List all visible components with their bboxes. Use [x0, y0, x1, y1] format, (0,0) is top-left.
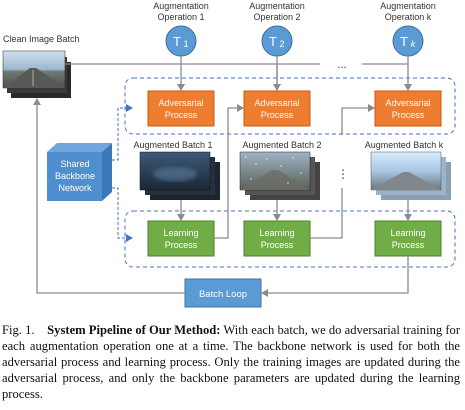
svg-text:Batch Loop: Batch Loop: [199, 289, 247, 300]
batch-vertical-ellipsis: ⋮: [337, 167, 349, 181]
svg-text:Learning: Learning: [259, 228, 294, 238]
augmented-batch-k-label: Augmented Batch k: [365, 140, 444, 150]
op-circle-1: T 1: [165, 25, 197, 57]
learning-process-k: Learning Process: [374, 220, 442, 257]
figure-caption: Fig. 1. System Pipeline of Our Method: W…: [2, 322, 460, 402]
caption-body: With each batch, we do adversarial train…: [2, 323, 461, 401]
op-circle-2: T 2: [261, 25, 293, 57]
op-header-2: Augmentation Operation 2: [249, 1, 305, 22]
clean-batch-label: Clean Image Batch: [3, 34, 80, 44]
adversarial-process-k: Adversarial Process: [374, 90, 442, 127]
svg-text:Adversarial: Adversarial: [254, 98, 299, 108]
augmented-batch-k-images: [370, 151, 451, 200]
svg-text:Backbone: Backbone: [55, 171, 95, 181]
op-circle-2-sub: 2: [279, 39, 284, 49]
op-header-1: Augmentation Operation 1: [153, 1, 209, 22]
op-circle-2-symbol: T: [269, 34, 277, 49]
clean-image-stack: [2, 50, 71, 98]
op-circle-k-symbol: T: [400, 34, 408, 49]
caption-prefix: Fig. 1.: [2, 323, 35, 337]
batch-loop-box: Batch Loop: [184, 278, 262, 308]
svg-text:Adversarial: Adversarial: [158, 98, 203, 108]
augmented-batch-1-label: Augmented Batch 1: [133, 140, 212, 150]
op-header-k-line1: Augmentation: [380, 1, 436, 11]
learning-process-1: Learning Process: [147, 220, 215, 257]
svg-text:Process: Process: [165, 110, 198, 120]
op-header-k-line2: Operation k: [385, 12, 432, 22]
svg-text:Process: Process: [392, 240, 425, 250]
caption-title: System Pipeline of Our Method:: [47, 323, 221, 337]
adversarial-process-1: Adversarial Process: [147, 90, 215, 127]
shared-backbone-network: Shared Backbone Network: [47, 143, 112, 201]
adversarial-process-2: Adversarial Process: [243, 90, 311, 127]
op-header-2-line2: Operation 2: [253, 12, 300, 22]
adversarial-group-outline: [124, 77, 456, 135]
op-circle-k: T k: [392, 25, 424, 57]
op-header-1-line2: Operation 1: [157, 12, 204, 22]
svg-text:Process: Process: [165, 240, 198, 250]
op-circle-1-symbol: T: [173, 34, 181, 49]
svg-text:Process: Process: [261, 240, 294, 250]
op-circle-k-sub: k: [411, 39, 416, 49]
op-header-k: Augmentation Operation k: [380, 1, 436, 22]
augmented-batch-1-images: [139, 151, 220, 200]
op-circle-1-sub: 1: [183, 39, 188, 49]
pipeline-diagram: Augmentation Operation 1 Augmentation Op…: [2, 1, 456, 308]
op-header-1-line1: Augmentation: [153, 1, 209, 11]
augmented-batch-2-images: [239, 151, 320, 200]
svg-text:Adversarial: Adversarial: [385, 98, 430, 108]
learning-group-outline: [124, 210, 456, 268]
svg-text:Learning: Learning: [163, 228, 198, 238]
op-header-2-line1: Augmentation: [249, 1, 305, 11]
svg-text:Learning: Learning: [390, 228, 425, 238]
ops-ellipsis: ...: [337, 59, 346, 71]
learning-process-2: Learning Process: [243, 220, 311, 257]
svg-text:Process: Process: [261, 110, 294, 120]
svg-text:Network: Network: [58, 183, 92, 193]
augmented-batch-2-label: Augmented Batch 2: [242, 140, 321, 150]
svg-text:Shared: Shared: [60, 159, 89, 169]
svg-text:Process: Process: [392, 110, 425, 120]
